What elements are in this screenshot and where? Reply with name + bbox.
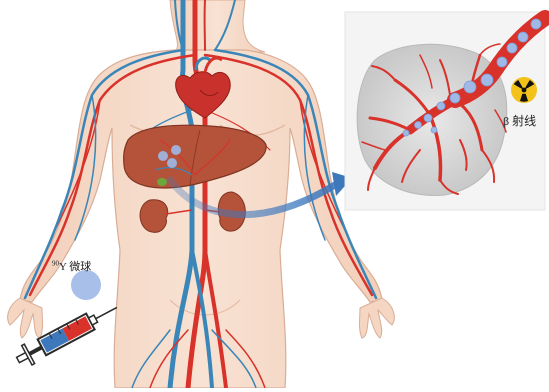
tumor-inset xyxy=(345,12,545,210)
right-hand xyxy=(360,298,395,338)
microsphere-text: Y 微球 xyxy=(59,261,91,273)
beta-ray-label: β 射线 xyxy=(503,112,536,129)
radiation-icon xyxy=(511,77,537,103)
isotope-superscript: 90 xyxy=(52,259,59,267)
left-hand xyxy=(8,298,43,338)
microsphere-blob xyxy=(71,270,101,300)
microsphere-label: 90Y 微球 xyxy=(52,258,91,274)
